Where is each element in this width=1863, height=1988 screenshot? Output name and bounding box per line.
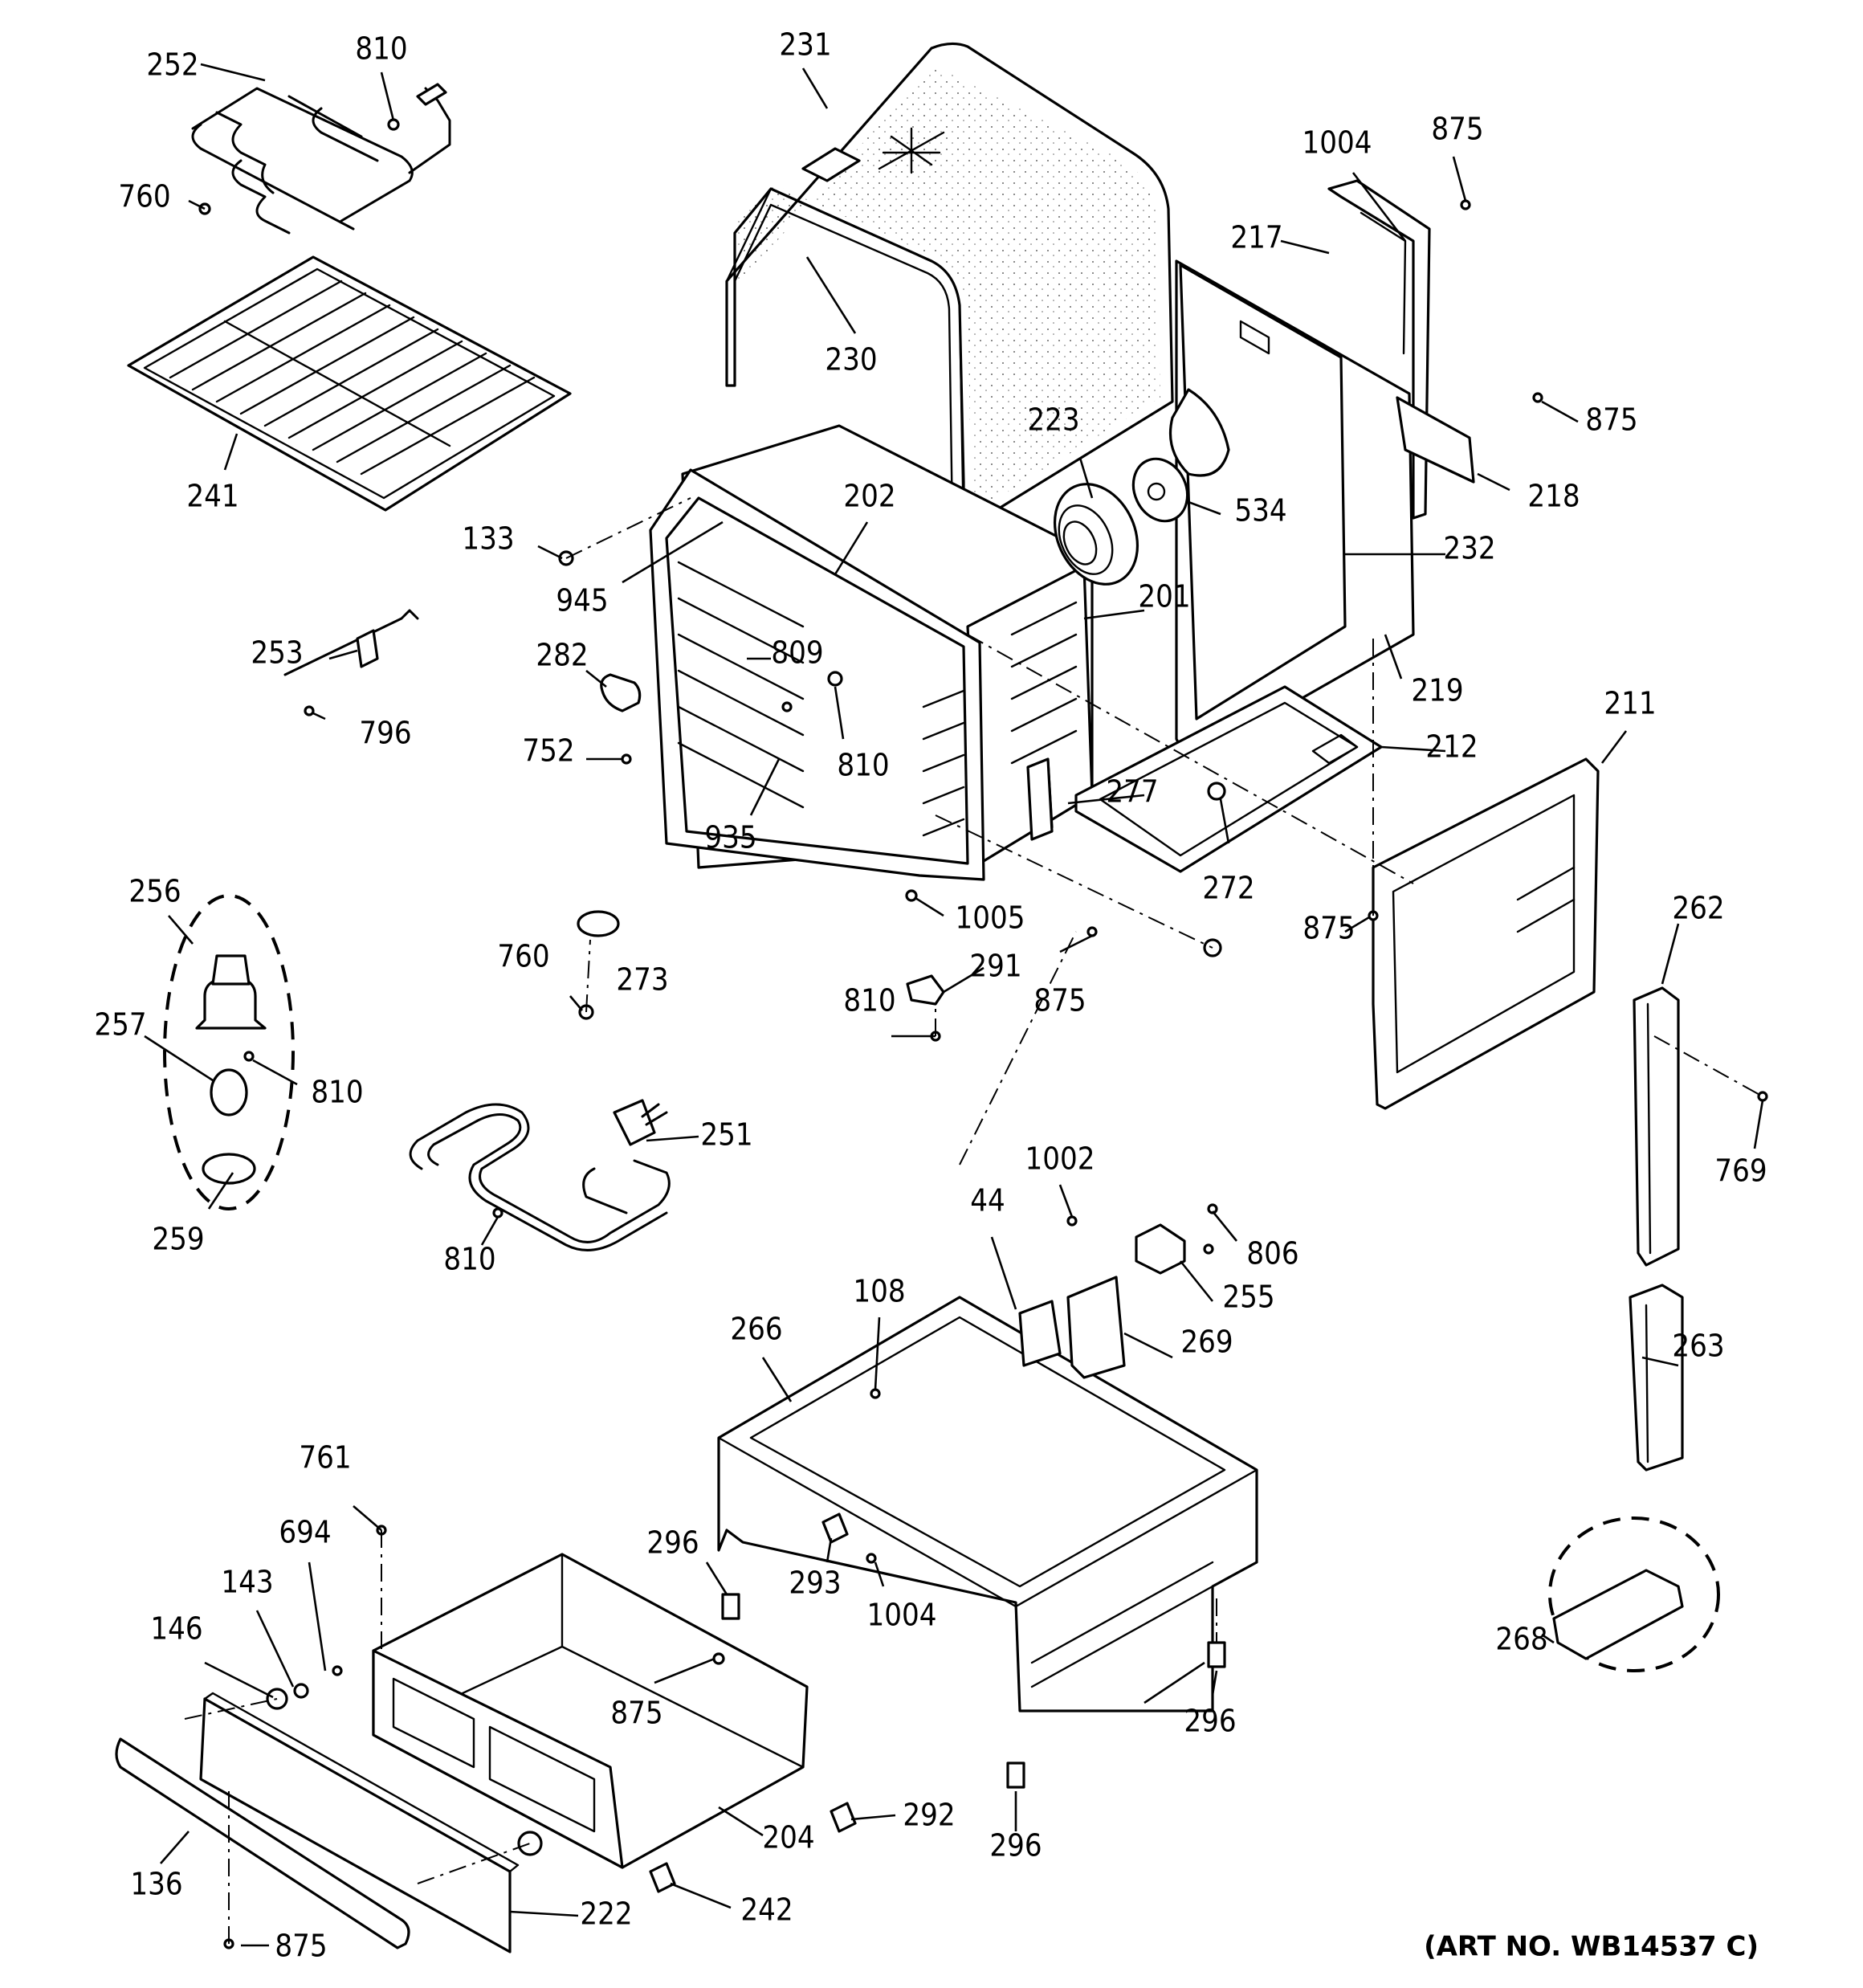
callout-810: 810: [837, 748, 889, 783]
callout-212: 212: [1425, 729, 1478, 765]
base-frame: [717, 1296, 1258, 1712]
callout-945: 945: [556, 583, 608, 618]
storage-drawer: [372, 1553, 809, 1869]
callout-259: 259: [152, 1222, 204, 1257]
side-brackets: [1327, 179, 1475, 520]
callout-242: 242: [740, 1892, 793, 1928]
oven-wrapper-top: [725, 42, 1174, 532]
callout-146: 146: [150, 1611, 202, 1647]
callout-796: 796: [359, 716, 411, 751]
callout-296: 296: [1184, 1704, 1236, 1739]
callout-44: 44: [970, 1183, 1005, 1219]
back-panel: [1168, 259, 1415, 765]
callout-1004: 1004: [867, 1598, 937, 1633]
callout-769: 769: [1714, 1153, 1767, 1189]
callout-252: 252: [146, 47, 198, 83]
callout-202: 202: [843, 479, 895, 514]
callout-935: 935: [704, 820, 756, 855]
light-assembly: [163, 894, 295, 1210]
callout-806: 806: [1246, 1236, 1298, 1272]
callout-269: 269: [1180, 1325, 1233, 1360]
callout-266: 266: [730, 1312, 782, 1347]
leader-lines: [144, 63, 1764, 1947]
oven-bottom-pan: [1074, 685, 1383, 873]
callout-231: 231: [779, 27, 831, 63]
callout-262: 262: [1672, 891, 1724, 926]
callout-875: 875: [1585, 402, 1637, 438]
callout-810: 810: [311, 1075, 363, 1110]
callout-875: 875: [1033, 983, 1086, 1018]
callout-143: 143: [221, 1565, 273, 1600]
callout-760: 760: [497, 939, 549, 974]
art-number: (ART NO. WB14537 C): [1424, 1931, 1759, 1963]
callout-230: 230: [825, 342, 877, 378]
callout-277: 277: [1106, 774, 1158, 810]
drawer-handle: [115, 1737, 410, 1949]
vertical-trims: [1629, 986, 1684, 1472]
callout-875: 875: [1431, 112, 1483, 147]
callout-223: 223: [1027, 402, 1079, 438]
bake-element: [409, 1099, 671, 1251]
callout-253: 253: [251, 635, 303, 671]
callout-257: 257: [94, 1007, 146, 1043]
callout-219: 219: [1411, 673, 1463, 708]
callout-272: 272: [1202, 871, 1254, 906]
callout-1004: 1004: [1302, 125, 1372, 161]
callout-241: 241: [186, 479, 238, 514]
callout-810: 810: [443, 1242, 495, 1277]
callout-218: 218: [1527, 479, 1580, 514]
callout-809: 809: [771, 635, 823, 671]
callout-760: 760: [118, 179, 170, 214]
callout-108: 108: [853, 1274, 905, 1309]
callout-875: 875: [275, 1929, 327, 1964]
callout-291: 291: [969, 949, 1021, 984]
callout-296: 296: [989, 1828, 1042, 1863]
callout-296: 296: [646, 1525, 699, 1561]
callout-263: 263: [1672, 1329, 1724, 1364]
callout-273: 273: [616, 962, 668, 998]
callout-222: 222: [580, 1896, 632, 1932]
callout-534: 534: [1234, 493, 1286, 529]
callout-875: 875: [610, 1696, 662, 1731]
convection-fan: [1053, 457, 1189, 586]
callout-232: 232: [1443, 531, 1495, 566]
callout-251: 251: [700, 1117, 752, 1153]
callout-1002: 1002: [1025, 1141, 1095, 1177]
callout-217: 217: [1230, 220, 1282, 255]
callout-204: 204: [762, 1820, 814, 1855]
callout-256: 256: [128, 874, 181, 909]
assembly-lines: [184, 497, 1763, 1944]
callout-694: 694: [279, 1515, 331, 1550]
oven-cavity: [649, 424, 1094, 881]
callout-133: 133: [462, 521, 514, 557]
callout-282: 282: [536, 638, 588, 673]
callout-292: 292: [903, 1798, 955, 1833]
callout-268: 268: [1495, 1622, 1547, 1657]
callout-810: 810: [843, 983, 895, 1018]
callout-255: 255: [1222, 1280, 1274, 1315]
small-parts: [198, 118, 1768, 1949]
broil-element: [191, 83, 451, 235]
callout-1005: 1005: [956, 900, 1025, 936]
callout-201: 201: [1138, 579, 1190, 614]
callout-875: 875: [1302, 911, 1355, 946]
callout-752: 752: [522, 733, 574, 769]
callout-293: 293: [789, 1565, 841, 1601]
callout-810: 810: [355, 31, 407, 67]
callout-761: 761: [299, 1440, 351, 1476]
drawer-front-panel: [199, 1692, 520, 1953]
callout-211: 211: [1604, 686, 1656, 721]
side-panel: [1372, 757, 1600, 1110]
callout-136: 136: [130, 1867, 182, 1902]
callout-labels: 252 810 231 760 241 230 1004 875 217 875…: [94, 27, 1767, 1964]
oven-rack: [127, 255, 572, 512]
